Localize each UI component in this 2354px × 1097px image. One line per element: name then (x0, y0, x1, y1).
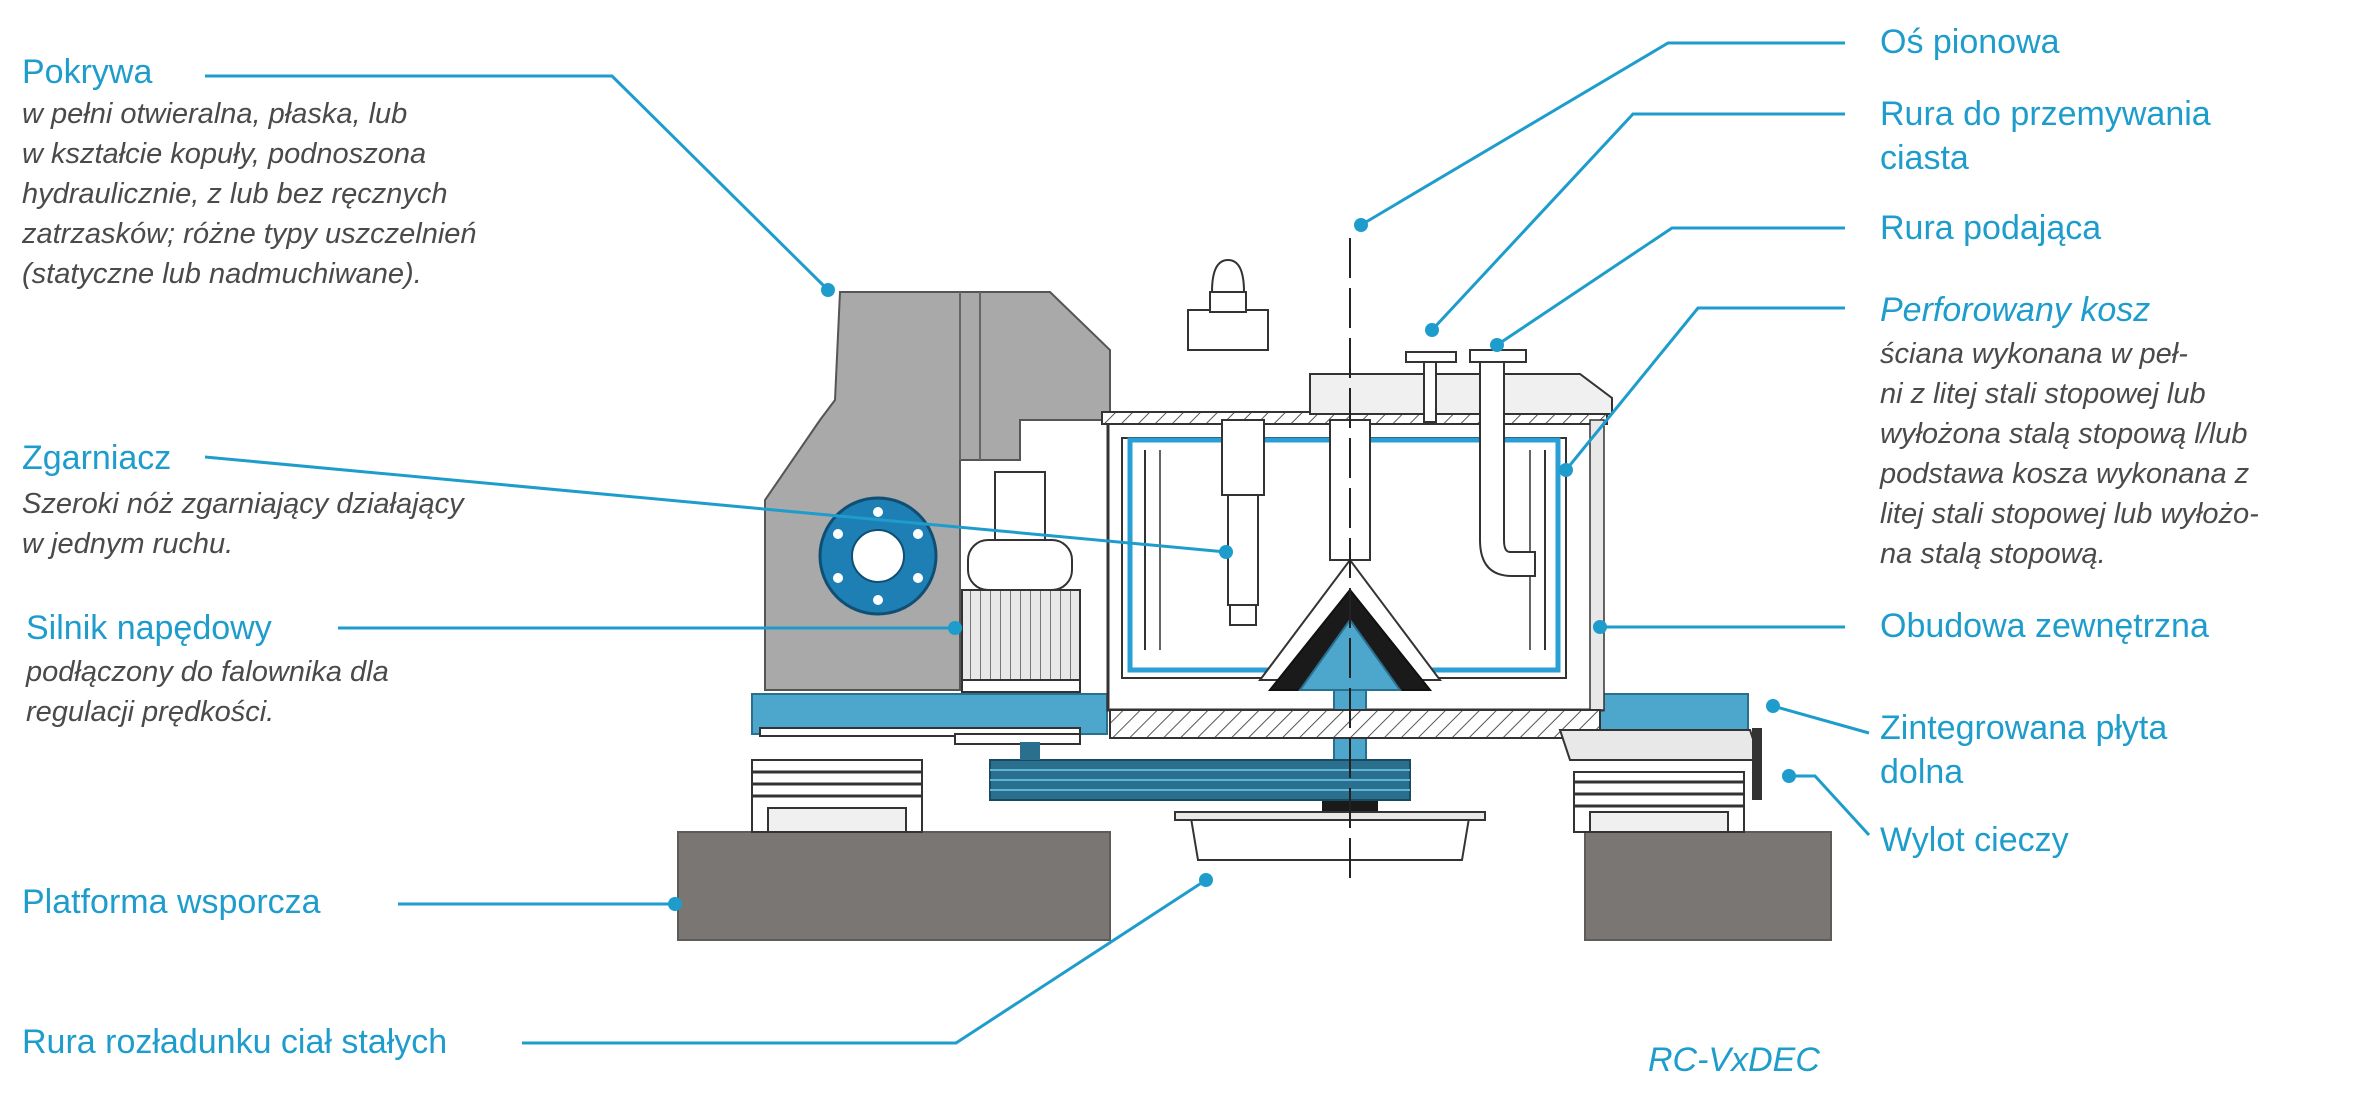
feed-pipe (1469, 349, 1536, 577)
support-platform-right (1584, 831, 1832, 941)
label-wylot-title: Wylot cieczy (1880, 821, 2069, 859)
desc-line: ni z litej stali stopowej lub (1880, 378, 2206, 410)
flange-disc (818, 496, 938, 616)
damper-right (1573, 771, 1745, 833)
scraper (1221, 419, 1265, 626)
basket-bottom (1109, 709, 1601, 739)
label-silnik-title: Silnik napędowy (26, 609, 272, 647)
support-platform-left (677, 831, 1111, 941)
label-platforma-title: Platforma wsporcza (22, 883, 321, 921)
label-rura-przemywania-title: Rura do przemywania ciasta (1880, 92, 2211, 180)
label-rura-podajaca-title: Rura podająca (1880, 209, 2102, 247)
damper-left (751, 759, 923, 833)
label-silnik-desc: podłączony do falownika dla regulacji pr… (26, 652, 389, 732)
label-pokrywa-desc: w pełni otwieralna, płaska, lub w kształ… (22, 94, 477, 294)
desc-line: podstawa kosza wykonana z (1880, 458, 2250, 490)
desc-line: Szeroki nóż zgarniający działający (22, 488, 464, 520)
desc-line: litej stali stopowej lub wyłożo- (1880, 498, 2259, 530)
model-name: RC-VxDEC (1648, 1041, 1820, 1079)
desc-line: w jednym ruchu. (22, 528, 234, 560)
desc-line: (statyczne lub nadmuchiwane). (22, 258, 422, 290)
drive-motor (961, 471, 1081, 693)
label-zgarniacz-title: Zgarniacz (22, 439, 172, 477)
label-plyta-title: Zintegrowana płyta dolna (1880, 706, 2167, 794)
base-plate-right (1587, 693, 1749, 735)
label-kosz-title: Perforowany kosz (1880, 291, 2151, 329)
sight-lamp (1187, 258, 1269, 351)
title-line: Zintegrowana płyta (1880, 709, 2168, 747)
leader-lines (204, 41, 1871, 1045)
belt-drive (989, 742, 1411, 801)
title-line: dolna (1880, 753, 1964, 791)
desc-line: wyłożona stalą stopową l/lub (1880, 418, 2248, 450)
title-line: Rura do przemywania (1880, 95, 2211, 133)
desc-line: podłączony do falownika dla (26, 656, 389, 688)
label-kosz-desc: ściana wykonana w peł- ni z litej stali … (1880, 334, 2259, 574)
label-pokrywa-title: Pokrywa (22, 53, 153, 91)
desc-line: na stalą stopową. (1880, 538, 2106, 570)
desc-line: regulacji prędkości. (26, 696, 275, 728)
label-rura-rozladunku-title: Rura rozładunku ciał stałych (22, 1023, 448, 1061)
title-line: ciasta (1880, 139, 1969, 177)
label-os-title: Oś pionowa (1880, 23, 2060, 61)
label-obudowa-title: Obudowa zewnętrzna (1880, 607, 2209, 645)
label-zgarniacz-desc: Szeroki nóż zgarniający działający w jed… (22, 484, 464, 564)
wash-pipe (1405, 351, 1457, 423)
desc-line: ściana wykonana w peł- (1880, 338, 2188, 370)
desc-line: hydraulicznie, z lub bez ręcznych (22, 178, 448, 210)
desc-line: w kształcie kopuły, podnoszona (22, 138, 427, 170)
leader-dots (668, 218, 1796, 911)
desc-line: zatrzasków; różne typy uszczelnień (22, 218, 477, 250)
liquid-outlet (1558, 728, 1762, 800)
desc-line: w pełni otwieralna, płaska, lub (22, 98, 408, 130)
